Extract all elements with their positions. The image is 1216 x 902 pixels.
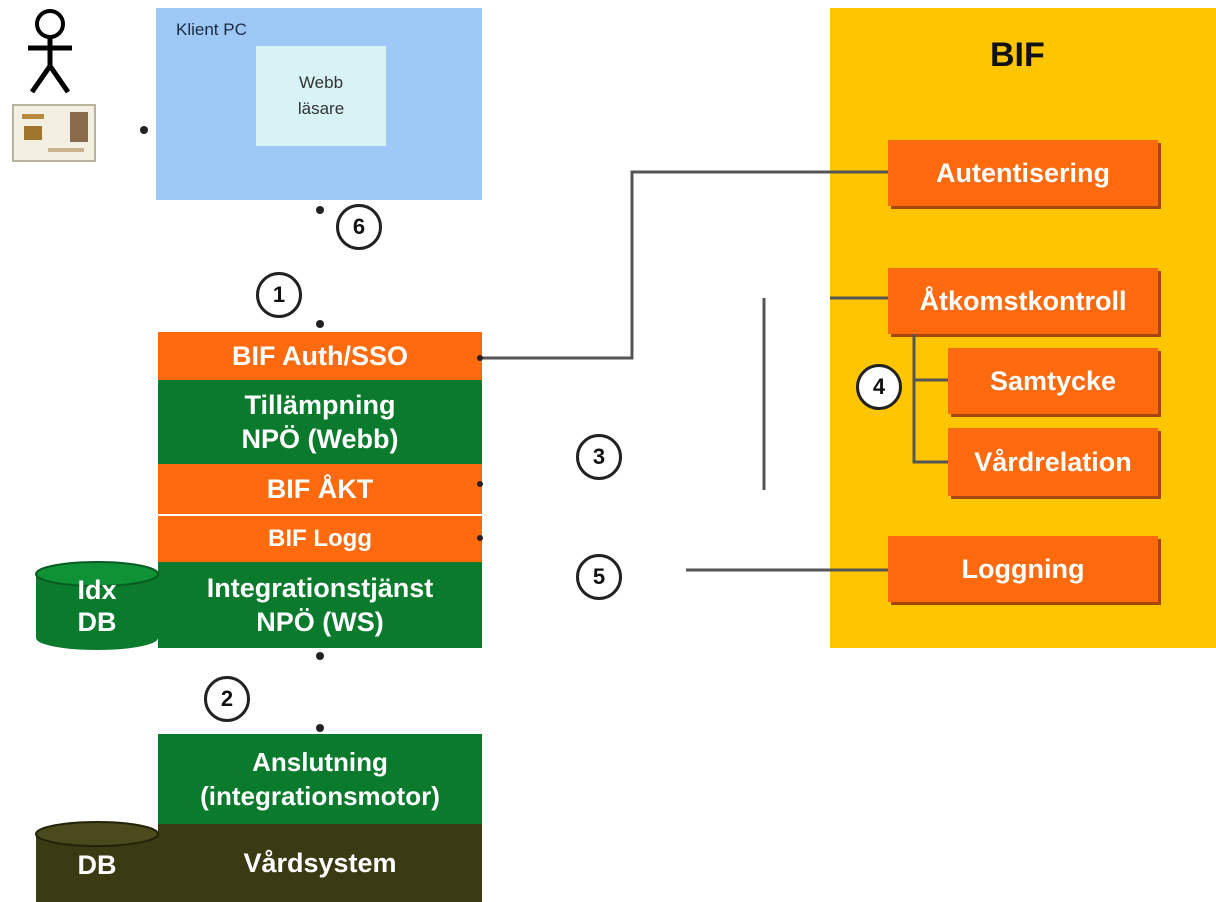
smart-card-icon — [12, 104, 96, 162]
vardrelation-box: Vårdrelation — [948, 428, 1158, 496]
idx-db-label-line2: DB — [77, 607, 117, 637]
browser-label-line2: läsare — [297, 99, 345, 118]
tillampning-label-line1: Tillämpning — [244, 390, 396, 420]
browser-label-line1: Webb — [298, 73, 344, 92]
db-label: DB — [77, 850, 117, 880]
anslutning-label-line1: Anslutning — [252, 747, 388, 777]
vardsystem-box: Vårdsystem — [158, 824, 482, 902]
integrationstjanst-label-line2: NPÖ (WS) — [256, 607, 384, 637]
loggning-box: Loggning — [888, 536, 1158, 602]
bif-auth-sso-box: BIF Auth/SSO — [158, 332, 482, 380]
atkomstkontroll-box: Åtkomstkontroll — [888, 268, 1158, 334]
step-1-marker: 1 — [256, 272, 302, 318]
person-icon — [28, 9, 72, 94]
step-3-marker: 3 — [576, 434, 622, 480]
bif-title: BIF — [990, 36, 1045, 74]
bif-akt-box: BIF ÅKT — [158, 464, 482, 514]
idx-db-cylinder — [35, 561, 159, 650]
step-4-marker: 4 — [856, 364, 902, 410]
anslutning-label-line2: (integrationsmotor) — [200, 781, 440, 811]
step-5-marker: 5 — [576, 554, 622, 600]
idx-db-label: Idx DB — [34, 574, 160, 638]
step-2-marker: 2 — [204, 676, 250, 722]
samtycke-box: Samtycke — [948, 348, 1158, 414]
integrationstjanst-box: Integrationstjänst NPÖ (WS) — [158, 562, 482, 648]
bif-logg-box: BIF Logg — [158, 516, 482, 562]
integrationstjanst-label-line1: Integrationstjänst — [206, 573, 434, 603]
tillampning-box: Tillämpning NPÖ (Webb) — [158, 380, 482, 464]
step-6-marker: 6 — [336, 204, 382, 250]
autentisering-box: Autentisering — [888, 140, 1158, 206]
web-browser-box: Webb läsare — [256, 46, 386, 146]
anslutning-box: Anslutning (integrationsmotor) — [158, 734, 482, 824]
client-pc-label: Klient PC — [176, 20, 247, 39]
db-cylinder — [35, 821, 159, 902]
idx-db-label-line1: Idx — [77, 575, 117, 605]
tillampning-label-line2: NPÖ (Webb) — [241, 424, 399, 454]
